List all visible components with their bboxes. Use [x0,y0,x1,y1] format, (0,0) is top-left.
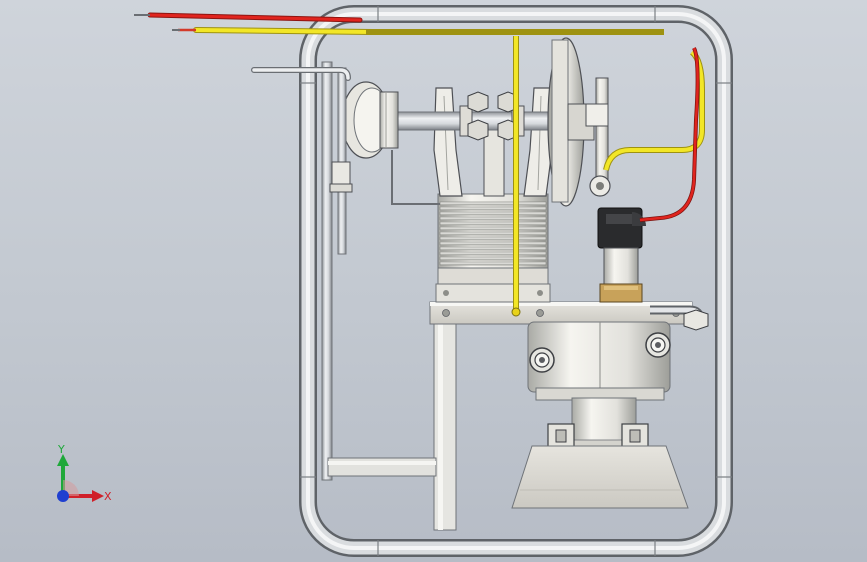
cooling-fin [439,206,547,211]
dipstick-rod[interactable] [329,67,353,255]
cooling-fin [439,201,547,206]
pressure-sensor[interactable] [597,207,646,303]
red-wire-top[interactable] [134,12,363,23]
cooling-fin [439,251,547,256]
cooling-fin [439,221,547,226]
thin-lead-wire[interactable] [391,150,440,205]
port-fitting-right[interactable] [645,332,671,358]
port-fitting-left[interactable] [529,347,555,373]
crank-frame-left[interactable] [433,87,463,197]
sensor-arm[interactable] [585,77,611,197]
cooling-fin [439,236,547,241]
cooling-fin [439,256,547,261]
cooling-fin [439,226,547,231]
x-axis-label: X [104,490,112,503]
yellow-wire-right[interactable] [603,49,705,171]
cooling-fin [439,261,547,266]
cooling-fin [439,216,547,221]
inner-support-tube[interactable] [321,61,333,481]
cooling-fin [439,241,547,246]
flywheel[interactable] [547,37,595,207]
clamp-right[interactable] [621,423,649,449]
cooling-fin [439,246,547,251]
coordinate-triad: Y X [57,443,112,503]
drive-motor[interactable] [341,81,399,159]
grey-cable[interactable] [251,67,351,81]
support-leg[interactable] [327,317,457,531]
outlet-pipe[interactable] [650,305,709,331]
finned-cylinder[interactable] [435,193,551,303]
y-axis-label: Y [57,443,65,456]
z-axis-dot [57,490,69,502]
yellow-wire-top[interactable] [172,27,375,35]
conical-base[interactable] [511,445,689,509]
clamp-left[interactable] [547,423,575,449]
yellow-wire-down[interactable] [511,36,521,317]
pump-housing[interactable] [527,321,671,401]
cooling-fin [439,211,547,216]
red-wire-sensor[interactable] [639,47,700,222]
x-axis-arrowhead [92,490,104,502]
y-axis-arrowhead [57,454,69,466]
tube-frame[interactable] [299,5,733,557]
cooling-fin [439,231,547,236]
